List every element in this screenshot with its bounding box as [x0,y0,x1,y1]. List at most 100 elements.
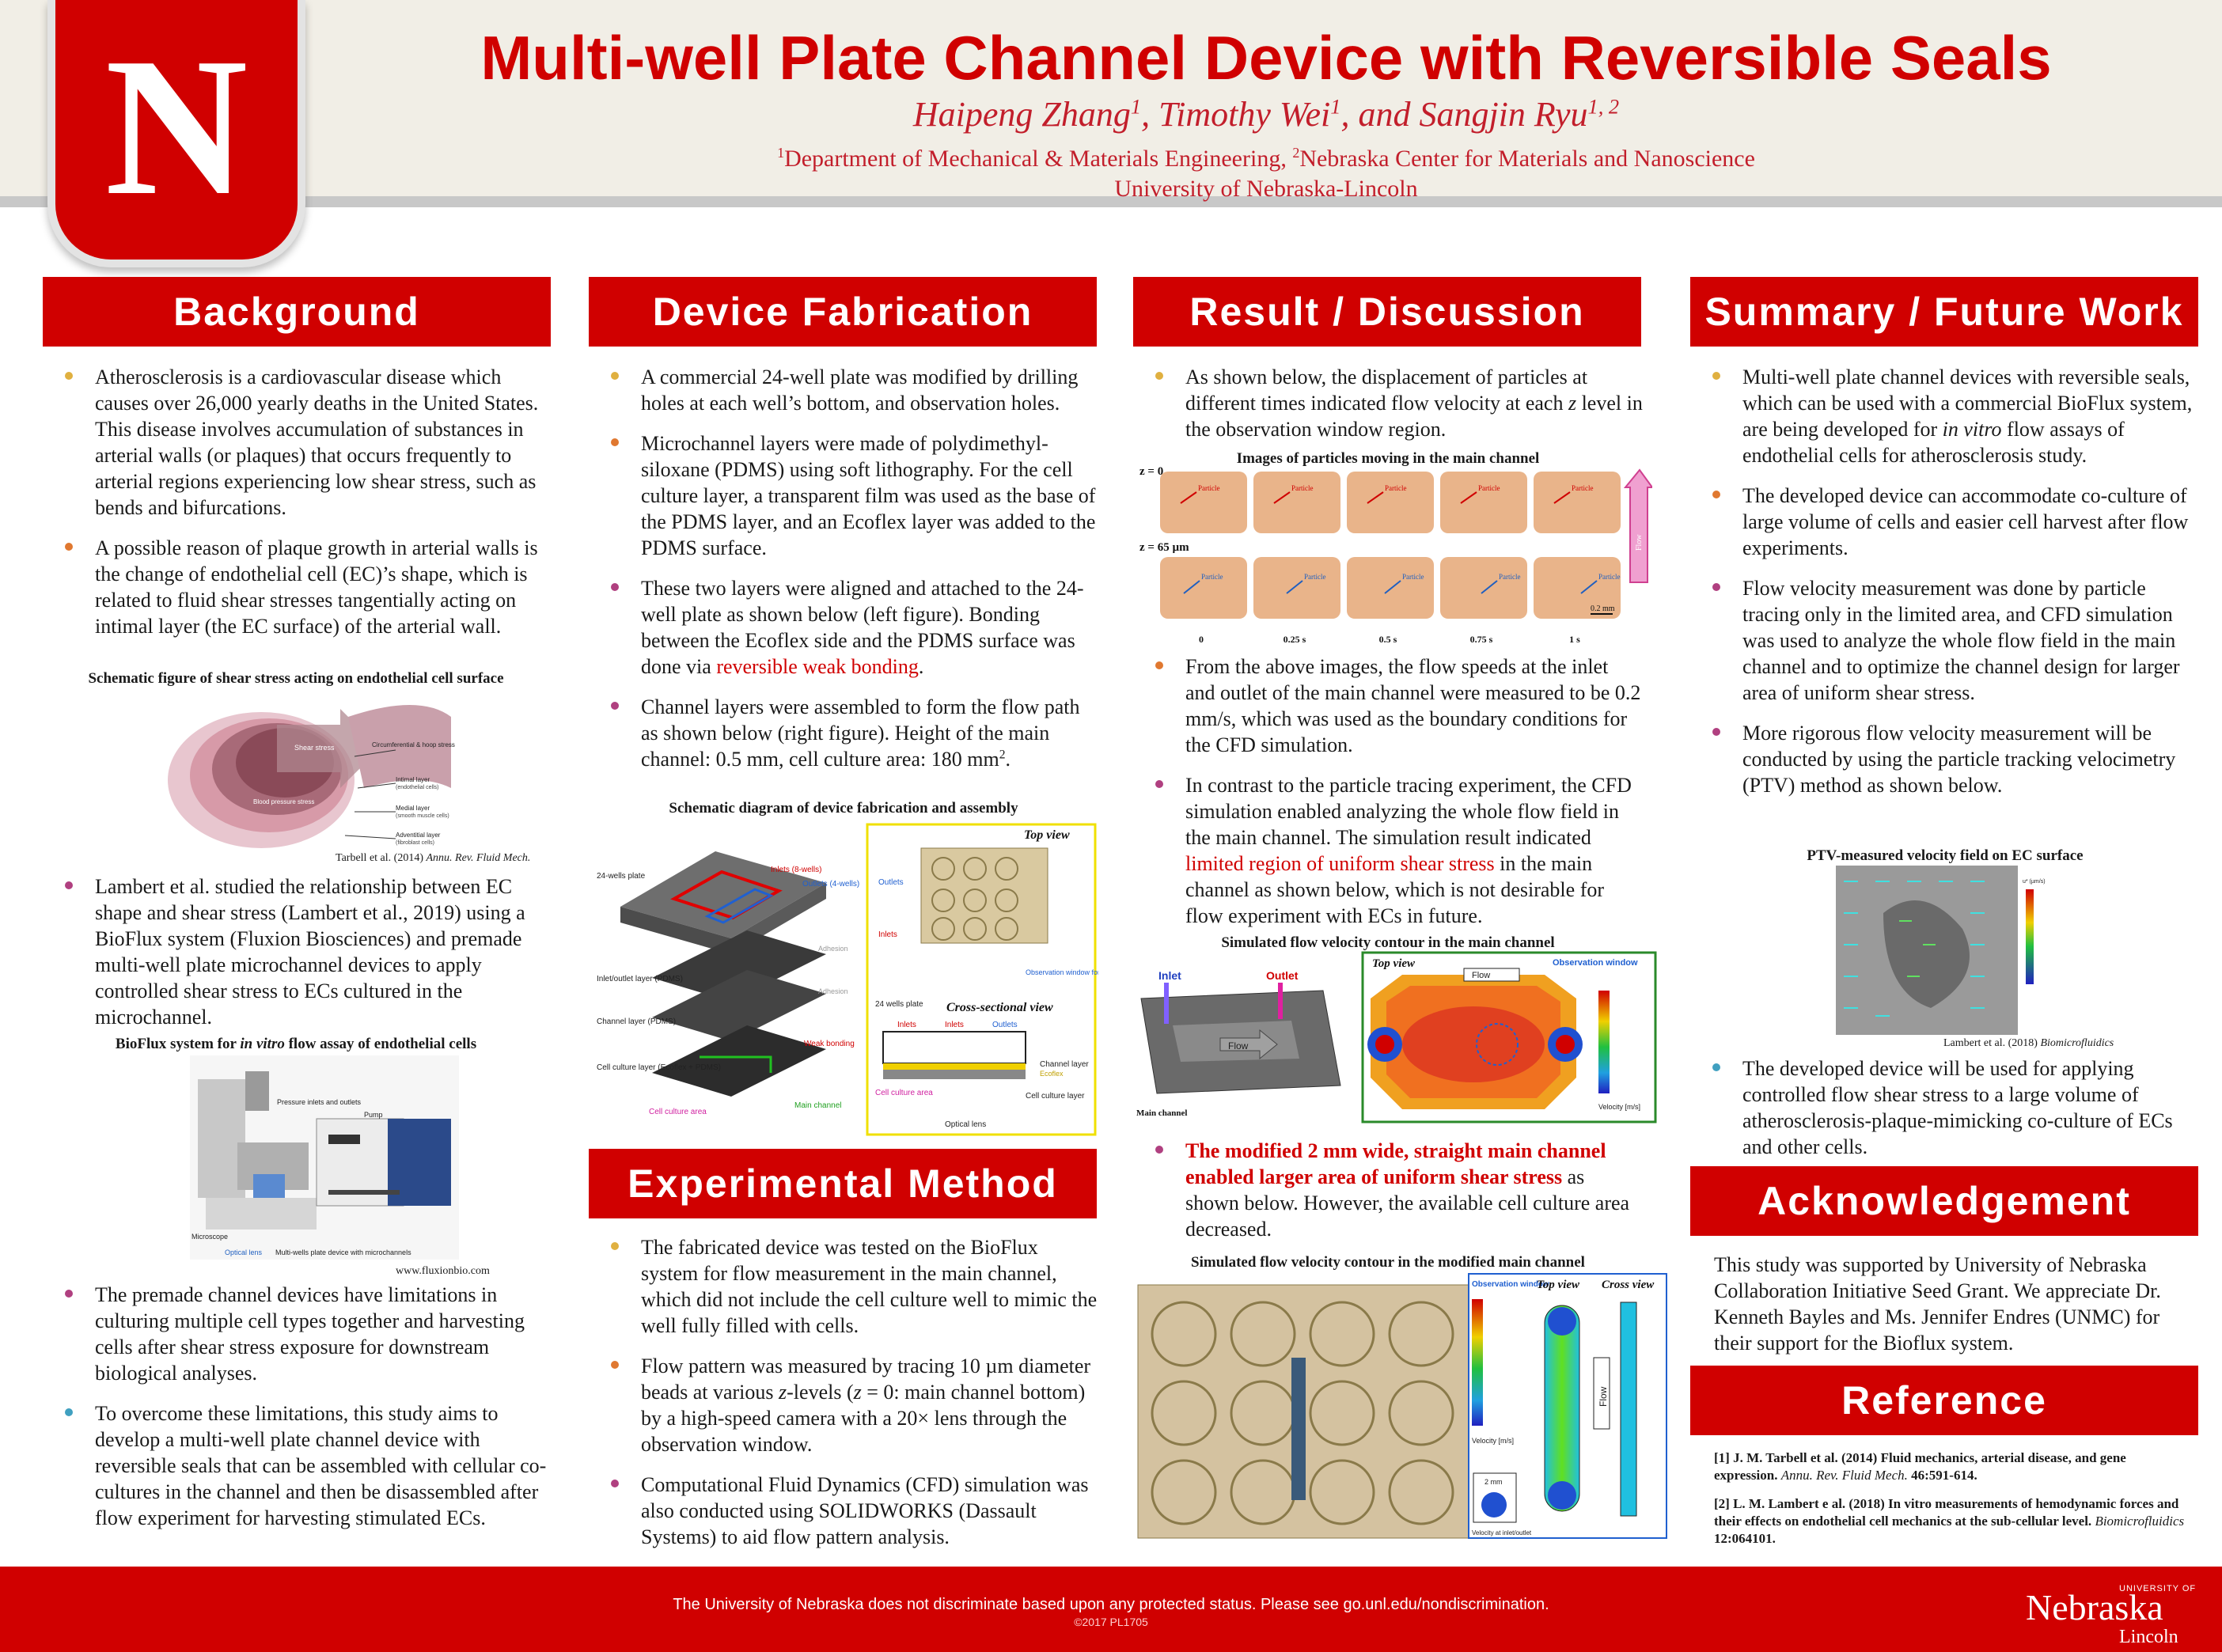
fig-label: Optical lens [225,1248,263,1256]
fig-label: Outlets [878,878,904,887]
fig-label: Intimal layer [396,776,430,783]
method-column: The fabricated device was tested on the … [589,1234,1098,1564]
fig-label: Particle [1291,484,1314,492]
bullet-icon [611,583,619,591]
section-header-summary: Summary / Future Work [1690,277,2198,347]
bullet-item: The developed device can accommodate co-… [1690,483,2200,561]
fig-label: (smooth muscle cells) [396,813,449,819]
poster-title: Multi-well Plate Channel Device with Rev… [480,23,2052,93]
bullet-text: level in the observation window region. [1185,392,1643,441]
affil-sup: 1 [1330,94,1341,119]
bullet-text: = 0: main channel bottom) by a high-spee… [641,1381,1086,1456]
acknowledgement-text: This study was supported by University o… [1714,1253,2161,1355]
bullet-text: The fabricated device was tested on the … [641,1236,1098,1337]
bullet-item: A commercial 24-well plate was modified … [589,364,1098,416]
logo-letter: N [104,17,248,237]
cfd-contour: Inlet Outlet Flow Main channel Top view … [1136,951,1657,1123]
bullet-text: A possible reason of plaque growth in ar… [95,536,538,638]
bullet-text: Atherosclerosis is a cardiovascular dise… [95,366,539,519]
bullet-text: Microchannel layers were made of polydim… [641,432,1096,559]
modified-cfd-figure: Observation window Top view Cross view V… [1136,1271,1668,1540]
bullet-text: . [918,655,924,678]
bullet-icon [1712,728,1720,736]
artery-illustration: Shear stress Circumferential & hoop stre… [168,705,455,848]
affil-sup: 1, 2 [1587,94,1620,119]
figure-caption: Schematic diagram of device fabrication … [669,800,1018,817]
fig-label: Pressure inlets and outlets [277,1098,362,1106]
background-column-3: The premade channel devices have limitat… [43,1282,549,1545]
figure-caption: Images of particles moving in the main c… [1236,450,1540,467]
author-list: Haipeng Zhang1, Timothy Wei1, and Sangji… [340,93,2192,136]
bullet-text: The premade channel devices have limitat… [95,1283,525,1385]
figure-caption: Simulated flow velocity contour in the m… [1191,1254,1585,1271]
figure-credit: Lambert et al. (2018) Biomicrofluidics [1943,1036,2181,1051]
fig-label: Weak bonding [804,1040,855,1048]
shear-stress-figure: Shear stress Circumferential & hoop stre… [158,693,459,862]
bullet-text: To overcome these limitations, this stud… [95,1402,547,1529]
bullet-icon [1155,661,1163,669]
fig-label: Velocity [m/s] [1598,1103,1640,1111]
fig-label: Shear stress [294,744,335,752]
bullet-text: as shown below. However, the available c… [1185,1165,1630,1241]
fig-label: Cross-sectional view [946,1001,1053,1014]
bullet-text: As shown below, the displacement of part… [1185,366,1588,415]
bullet-icon [65,1290,73,1298]
fig-label: (fibroblast cells) [396,840,434,846]
fig-label: Particle [1572,484,1594,492]
fig-label: Flow [1228,1040,1249,1051]
cfd-contour-figure: Inlet Outlet Flow Main channel Top view … [1133,951,1659,1123]
bullet-highlight: The modified 2 mm wide, straight main ch… [1185,1139,1606,1188]
modified-cfd-contour: Observation window Top view Cross view V… [1137,1273,1667,1539]
fig-label: Top view [1537,1279,1580,1291]
footer: The University of Nebraska does not disc… [0,1567,2222,1652]
affil-sup: 1 [1130,94,1142,119]
fig-label: Outlets [992,1021,1018,1029]
bullet-italic: z [853,1381,862,1404]
results-column-2: From the above images, the flow speeds a… [1133,654,1643,943]
bullet-text: Multi-well plate channel devices with re… [1742,366,2193,441]
fig-label: Flow [1635,534,1644,551]
bullet-item: The premade channel devices have limitat… [43,1282,549,1386]
fig-label: Optical lens [945,1120,986,1129]
time-label: 0.5 s [1379,634,1397,645]
bullet-icon [611,1480,619,1487]
bullet-icon [1712,1063,1720,1071]
bullet-text: In contrast to the particle tracing expe… [1185,774,1632,849]
bullet-item: The developed device will be used for ap… [1690,1055,2200,1160]
bullet-icon [1712,491,1720,498]
fig-label: Ecoflex [1040,1070,1064,1078]
fig-label: Cell culture area [649,1108,707,1116]
bullet-item: These two layers were aligned and attach… [589,575,1098,680]
fig-label: Blood pressure stress [253,798,314,805]
wordmark-small: UNIVERSITY OF [2119,1584,2197,1593]
ptv-velocity-figure: u* (µm/s) [1836,866,2065,1035]
author-name: , Timothy Wei [1141,95,1331,134]
fig-label: Adhesion [818,987,848,995]
bullet-icon [611,702,619,710]
caption-part: BioFlux system for [115,1036,241,1052]
time-label: 0.25 s [1284,634,1306,645]
bullet-text: More rigorous flow velocity measurement … [1742,722,2176,797]
bullet-icon [1155,1146,1163,1154]
figure-caption: PTV-measured velocity field on EC surfac… [1807,847,2084,864]
particle-row-top: Particle Particle Particle Particle Part… [1160,472,1621,533]
fig-label: Particle [1201,573,1223,581]
fig-label: Channel layer [1040,1060,1089,1069]
wordmark-sub: Lincoln [2119,1627,2178,1647]
fig-label: Flow [1598,1386,1609,1407]
fig-label: Inlets [945,1021,964,1029]
bullet-icon [1155,780,1163,788]
bullet-highlight: reversible weak bonding [716,655,919,678]
fig-label: Inlet [1158,969,1181,982]
author-name: , and Sangjin Ryu [1340,95,1588,134]
section-header-acknowledgement: Acknowledgement [1690,1166,2198,1236]
department: Department of Mechanical & Materials Eng… [784,146,1293,172]
reference-text: 12:064101. [1714,1531,1776,1546]
fig-label: Particle [1385,484,1407,492]
author-name: Haipeng Zhang [912,95,1131,134]
section-header-device-fabrication: Device Fabrication [589,277,1097,347]
fig-label: Outlets (4-wells) [802,880,859,889]
nebraska-n-logo: N [47,0,305,267]
bullet-item: Atherosclerosis is a cardiovascular dise… [43,364,549,521]
bullet-italic: z [779,1381,787,1404]
